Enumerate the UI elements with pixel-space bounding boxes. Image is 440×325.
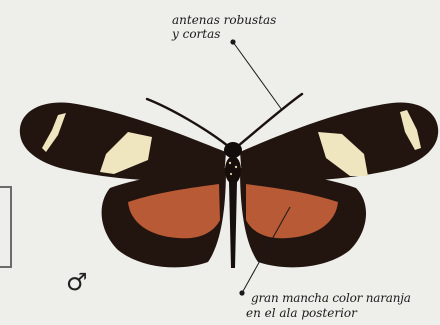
- antennae-leader-line: [233, 42, 282, 110]
- thorax-dot: [229, 162, 231, 164]
- thorax-dot: [230, 173, 232, 175]
- patch-label-line-1: gran mancha color naranja: [251, 292, 411, 305]
- patch-leader-dot: [239, 290, 244, 295]
- thorax-dot: [235, 166, 237, 168]
- frame-edge: [10, 186, 12, 268]
- butterfly-abdomen: [229, 182, 237, 268]
- frame-edge: [0, 266, 12, 268]
- antennae-leader-dot: [230, 39, 235, 44]
- male-symbol-icon: ♂: [66, 270, 88, 294]
- antennae-label-line-1: antenas robustas: [172, 14, 276, 27]
- patch-label-line-2: en el ala posterior: [246, 307, 357, 320]
- butterfly-thorax: [225, 156, 241, 184]
- antennae-label-line-2: y cortas: [172, 28, 220, 41]
- butterfly-head: [224, 142, 242, 158]
